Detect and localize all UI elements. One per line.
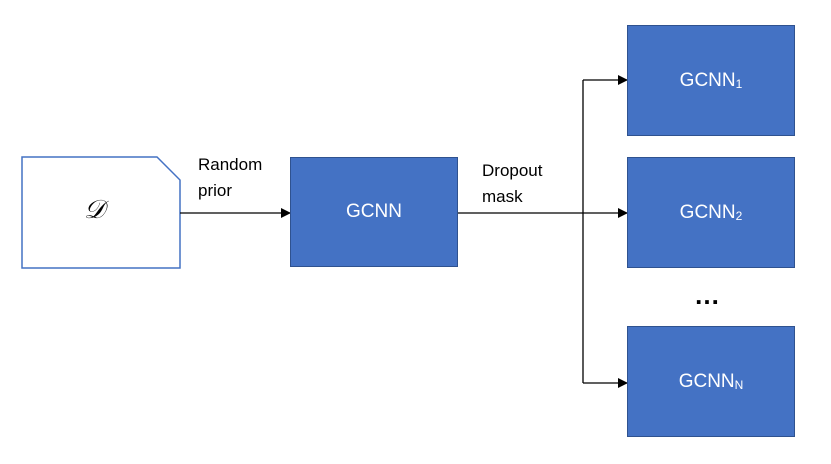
gcnn-n-subscript: N xyxy=(734,377,744,392)
dataset-symbol: 𝒟 xyxy=(84,195,105,225)
label-dropout: Dropout xyxy=(482,161,543,180)
gcnn-1-label: GCNN xyxy=(679,69,736,91)
label-mask: mask xyxy=(482,187,523,206)
label-random: Random xyxy=(198,155,263,174)
gcnn-main-box: GCNN xyxy=(290,157,458,267)
gcnn-2-subscript: 2 xyxy=(735,208,743,223)
label-prior: prior xyxy=(198,181,233,200)
gcnn-n-label: GCNN xyxy=(678,370,735,392)
ellipsis: … xyxy=(694,280,721,310)
dataset-document xyxy=(21,156,181,269)
gcnn-main-label: GCNN xyxy=(346,201,402,222)
gcnn-1-subscript: 1 xyxy=(735,76,743,91)
gcnn-2-label: GCNN xyxy=(679,201,736,223)
